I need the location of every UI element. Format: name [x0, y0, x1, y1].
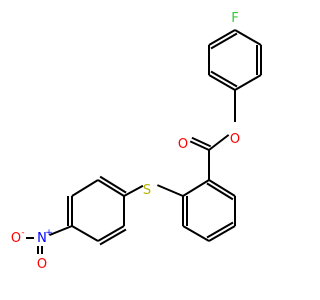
fluoro-ring-bond-6	[208, 29, 238, 50]
benzoate-ring-bond-1	[206, 179, 236, 201]
fluoro-ring-bond-4	[208, 70, 238, 91]
nitro-nitrogen-atom-label: N	[37, 231, 47, 246]
n-o-double-bond	[37, 246, 43, 254]
fluorine-atom-label: F	[231, 11, 238, 26]
bond-layer	[26, 29, 262, 254]
structure-diagram: F O O S N + O - O	[11, 11, 262, 272]
atom-label-layer: F O O S N + O - O	[11, 11, 240, 272]
nitro-ring-bond-5	[97, 225, 127, 246]
fluoro-ring-bond-1	[234, 29, 262, 46]
benzoate-ring-bond-6	[182, 179, 210, 197]
fluoro-ring-bond-3	[234, 74, 262, 91]
benzoate-ring-bond-3	[206, 221, 236, 242]
ring-sulfur-bond	[156, 184, 184, 197]
nitro-ring-bond-1	[97, 175, 127, 197]
nitro-oxygen-atom-label: O	[37, 257, 47, 272]
nitro-oxygen-anion-atom-label: O	[11, 231, 21, 246]
carbonyl-double-bond	[189, 136, 212, 151]
ester-oxygen-carbonyl-bond	[208, 134, 230, 151]
benzoate-ring-bond-4	[182, 225, 210, 242]
carbonyl-oxygen-atom-label: O	[178, 137, 188, 152]
ester-oxygen-atom-label: O	[230, 132, 240, 147]
benzoate-ring-bond-5	[182, 196, 188, 226]
sulfur-nitrophenyl-bond	[123, 184, 144, 197]
nitro-oxygen-anion-charge: -	[21, 228, 24, 238]
nitro-nitrogen-charge: +	[45, 228, 53, 238]
nitro-ring-bond-3	[67, 196, 73, 226]
nitro-ring-bond-4	[71, 225, 99, 242]
sulfur-atom-label: S	[143, 183, 151, 198]
ring-nitrogen-bond	[49, 225, 73, 236]
nitro-ring-bond-2	[71, 179, 99, 197]
fluoro-ring-bond-2	[256, 45, 262, 75]
